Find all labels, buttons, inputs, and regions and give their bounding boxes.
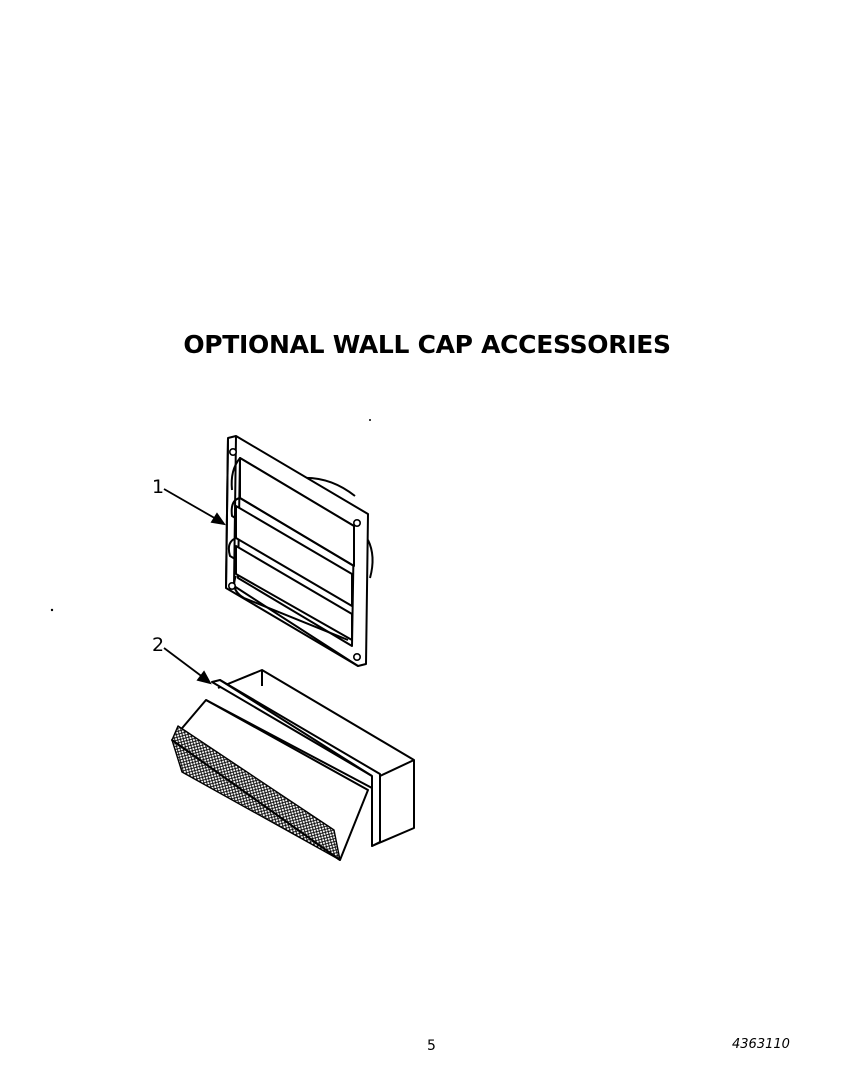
callout-label-2: 2 — [152, 634, 165, 656]
leader-arrow-2 — [163, 647, 212, 685]
page-title: OPTIONAL WALL CAP ACCESSORIES — [183, 330, 671, 359]
louvered-wall-cap-drawing — [225, 435, 374, 667]
leader-arrow-1 — [163, 488, 226, 526]
hooded-wall-cap-drawing — [171, 669, 415, 861]
document-part-number: 4363110 — [732, 1037, 790, 1052]
page-number: 5 — [427, 1038, 436, 1054]
stray-mark — [50, 608, 54, 612]
callout-label-1: 1 — [152, 476, 165, 498]
stray-mark — [369, 419, 371, 421]
